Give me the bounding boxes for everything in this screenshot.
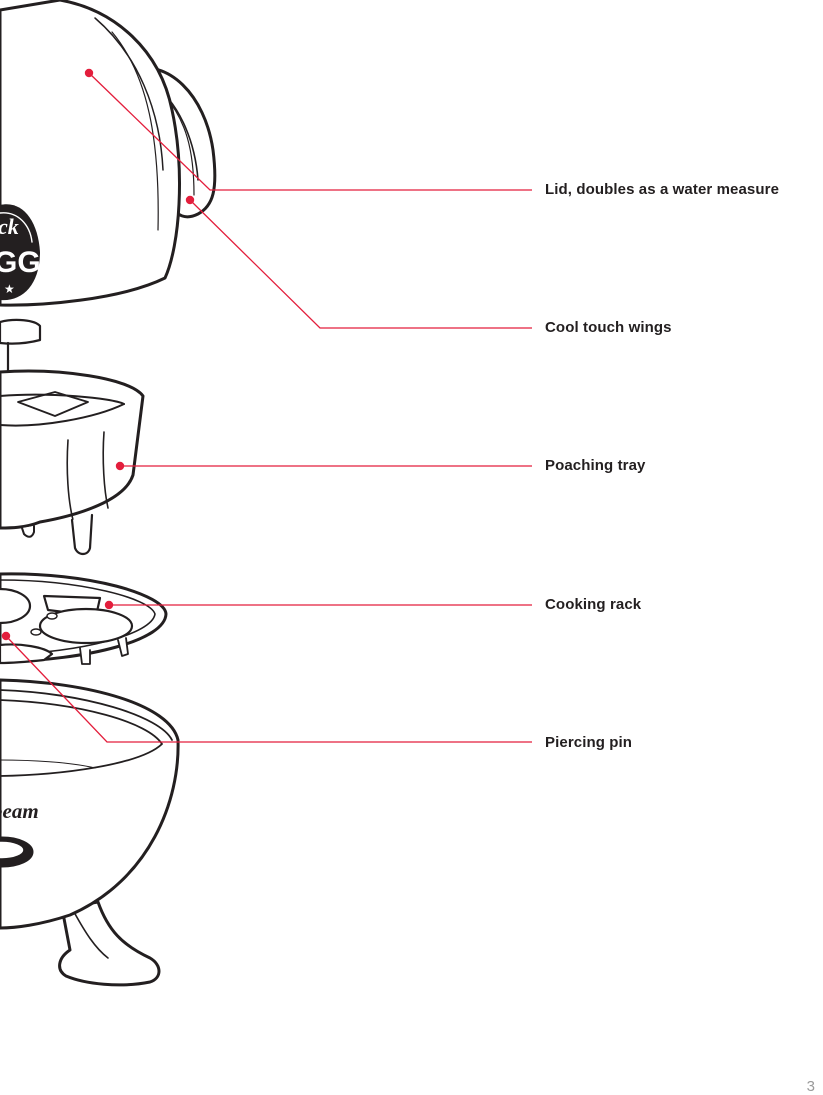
lid-illustration [0, 0, 217, 307]
leader-dot-tray [115, 461, 125, 471]
lid-badge-lettering: ck GGS ★ [0, 214, 61, 296]
svg-text:ck: ck [0, 214, 19, 239]
base-brand-logo: beam [0, 799, 39, 823]
svg-text:GGS: GGS [0, 246, 61, 279]
page-number: 3 [806, 1078, 815, 1095]
svg-text:beam: beam [0, 799, 39, 823]
leader-line-wings [189, 199, 532, 329]
svg-text:★: ★ [4, 282, 15, 296]
leader-dot-rack [104, 600, 114, 610]
cooking-rack-illustration [0, 572, 168, 665]
poaching-tray-illustration [0, 318, 145, 556]
leader-dot-lid [84, 68, 94, 78]
callout-label-pin: Piercing pin [545, 734, 633, 751]
leader-line-lid [88, 72, 532, 191]
leader-dot-pin [1, 631, 11, 641]
leader-line-pin [5, 635, 532, 743]
leader-lines [5, 72, 532, 743]
leader-dot-wings [185, 195, 195, 205]
callout-label-tray: Poaching tray [545, 457, 646, 474]
callout-label-lid: Lid, doubles as a water measure [545, 181, 780, 198]
leader-dots [1, 68, 195, 641]
base-illustration [0, 678, 180, 987]
callout-label-rack: Cooking rack [545, 596, 642, 613]
callout-label-wings: Cool touch wings [545, 319, 672, 336]
